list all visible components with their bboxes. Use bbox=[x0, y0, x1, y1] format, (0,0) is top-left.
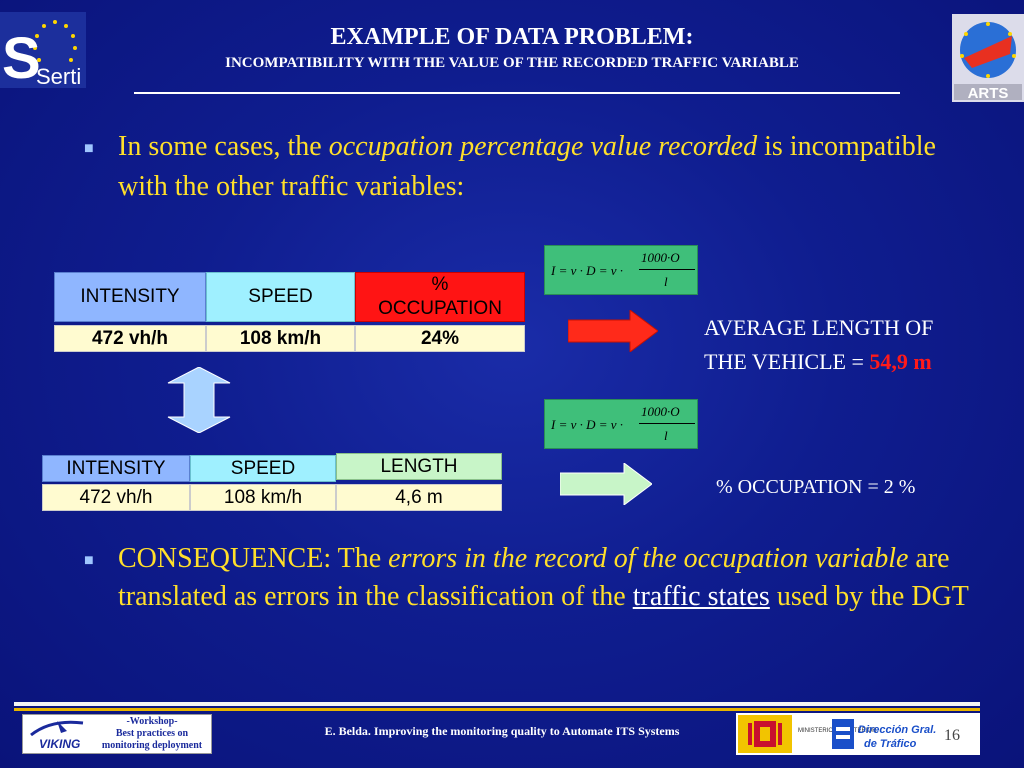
footer-divider-white bbox=[14, 702, 980, 706]
bullet-1-part1: In some cases, the bbox=[118, 131, 329, 162]
dgt-line1: Dirección Gral. bbox=[858, 724, 936, 736]
arts-logo: ARTS bbox=[952, 14, 1024, 102]
table2-value-length: 4,6 m bbox=[336, 484, 502, 511]
dgt-line2: de Tráfico bbox=[864, 738, 917, 750]
bullet-2-part5: used by the DGT bbox=[769, 581, 969, 612]
formula-1-bar bbox=[639, 269, 695, 270]
bullet-1-text: In some cases, the occupation percentage… bbox=[118, 127, 978, 207]
arts-logo-icon: ARTS bbox=[952, 14, 1024, 102]
formula-1-numerator: 1000·O bbox=[641, 250, 680, 265]
ministry-dgt-logo: MINISTERIO DEL INTERIOR Dirección Gral. … bbox=[736, 713, 980, 755]
result-1-value: 54,9 m bbox=[869, 349, 932, 374]
result-occupation: % OCCUPATION = 2 % bbox=[716, 476, 916, 498]
bullet-2-italic: errors in the record of the occupation v… bbox=[388, 543, 909, 574]
formula-1: I = v · D = v · 1000·O l bbox=[544, 245, 698, 295]
bullet-2-part3: are translated as errors in the classifi… bbox=[118, 543, 950, 612]
table1-header-occupation: % OCCUPATION bbox=[355, 272, 525, 322]
footer-divider-gold bbox=[14, 708, 980, 711]
formula-1-lhs: I = v · D = v · bbox=[551, 263, 624, 278]
formula-2: I = v · D = v · 1000·O l bbox=[544, 399, 698, 449]
spain-coat-of-arms-icon bbox=[748, 721, 782, 747]
table1-value-intensity: 472 vh/h bbox=[54, 325, 206, 352]
formula-2-lhs: I = v · D = v · bbox=[551, 417, 624, 432]
formula-1-denominator: l bbox=[664, 274, 668, 289]
table2-header-length: LENGTH bbox=[336, 453, 502, 480]
footer-center-text: E. Belda. Improving the monitoring quali… bbox=[324, 724, 680, 738]
formula-2-denominator: l bbox=[664, 428, 668, 443]
square-bullet-icon: ■ bbox=[84, 140, 94, 157]
formula-2-bar bbox=[639, 423, 695, 424]
result-1-line2: THE VEHICLE = bbox=[704, 349, 870, 374]
double-vertical-arrow-icon bbox=[167, 367, 231, 433]
result-average-length: AVERAGE LENGTH OF THE VEHICLE = 54,9 m bbox=[704, 311, 933, 379]
arts-logo-text: ARTS bbox=[968, 85, 1009, 102]
viking-swoosh-icon bbox=[30, 720, 84, 737]
table1-header-intensity: INTENSITY bbox=[54, 272, 206, 322]
formula-2-numerator: 1000·O bbox=[641, 404, 680, 419]
result-1-line1: AVERAGE LENGTH OF bbox=[704, 315, 934, 340]
table2-header-speed: SPEED bbox=[190, 455, 336, 482]
viking-workshop-logo: VIKING -Workshop- Best practices on moni… bbox=[22, 714, 212, 754]
table2-value-speed: 108 km/h bbox=[190, 484, 336, 511]
title-divider bbox=[134, 92, 900, 94]
workshop-line1: -Workshop- bbox=[126, 716, 178, 727]
square-bullet-icon-2: ■ bbox=[84, 552, 94, 569]
table2-value-intensity: 472 vh/h bbox=[42, 484, 190, 511]
workshop-text: -Workshop- Best practices on monitoring … bbox=[93, 716, 211, 752]
table2-header-intensity: INTENSITY bbox=[42, 455, 190, 482]
viking-logo-text: VIKING bbox=[39, 737, 81, 751]
right-arrow-icon-green bbox=[560, 463, 652, 505]
bullet-1-italic: occupation percentage value recorded bbox=[328, 131, 758, 162]
eu-stars-icon: S Serti bbox=[0, 12, 86, 91]
bullet-2-part1: CONSEQUENCE: The bbox=[118, 543, 389, 574]
svg-text:S: S bbox=[2, 26, 41, 88]
slide-subtitle: INCOMPATIBILITY WITH THE VALUE OF THE RE… bbox=[225, 55, 799, 71]
serti-logo: S Serti bbox=[0, 12, 86, 91]
table1-value-occupation: 24% bbox=[355, 325, 525, 352]
bullet-2-text: CONSEQUENCE: The errors in the record of… bbox=[118, 540, 978, 616]
workshop-line2: Best practices on bbox=[115, 728, 189, 739]
right-arrow-icon bbox=[568, 310, 658, 352]
bullet-2-underlined: traffic states bbox=[632, 581, 770, 612]
serti-logo-text: Serti bbox=[36, 64, 81, 88]
workshop-line3: monitoring deployment bbox=[101, 740, 203, 751]
table1-header-speed: SPEED bbox=[206, 272, 355, 322]
dgt-logo-icon: MINISTERIO DEL INTERIOR Dirección Gral. … bbox=[736, 713, 980, 755]
table1-value-speed: 108 km/h bbox=[206, 325, 355, 352]
slide-title: EXAMPLE OF DATA PROBLEM: bbox=[330, 24, 694, 50]
bullet-1-part3: is incompatible with the other traffic v… bbox=[118, 131, 936, 202]
page-number: 16 bbox=[944, 727, 960, 744]
